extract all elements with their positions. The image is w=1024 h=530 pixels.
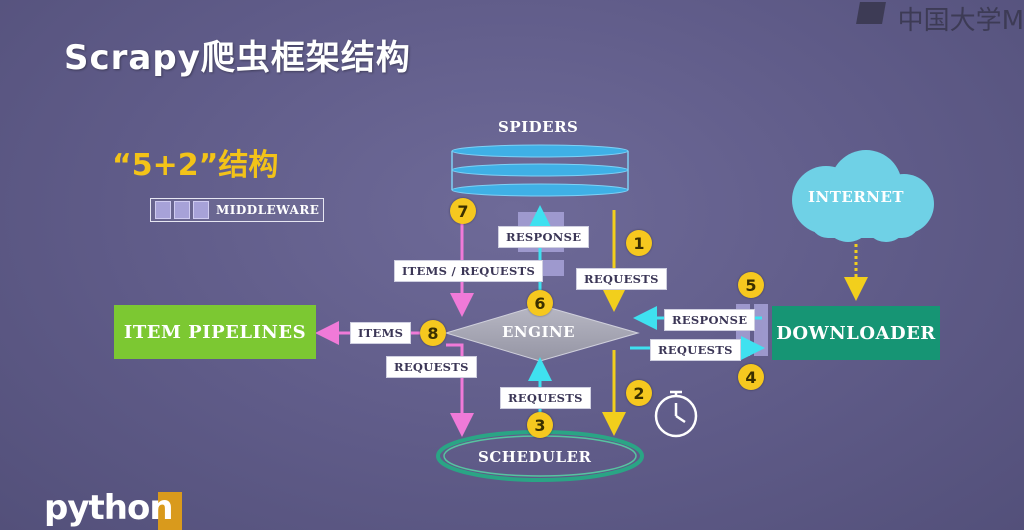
step-4-badge: 4 [738, 364, 764, 390]
python-logo: python [44, 488, 174, 528]
arrow-engine-to-scheduler-pink [446, 343, 474, 437]
step-1-badge: 1 [626, 230, 652, 256]
internet-cloud-icon [792, 150, 934, 242]
clock-icon [654, 390, 698, 438]
requests-from-scheduler-label: REQUESTS [500, 387, 591, 409]
middleware-square-icon [193, 201, 209, 219]
downloader-box: DOWNLOADER [772, 306, 940, 360]
step-6-badge: 6 [527, 290, 553, 316]
middleware-square-icon [174, 201, 190, 219]
item-pipelines-box: ITEM PIPELINES [114, 305, 316, 359]
spiders-label: SPIDERS [498, 118, 579, 136]
item-pipelines-label: ITEM PIPELINES [123, 321, 307, 343]
requests-from-spiders-label: REQUESTS [576, 268, 667, 290]
items-requests-label: ITEMS / REQUESTS [394, 260, 544, 282]
step-7-badge: 7 [450, 198, 476, 224]
internet-label: INTERNET [808, 188, 905, 206]
response-downloader-label: RESPONSE [664, 309, 756, 331]
middleware-legend: MIDDLEWARE [150, 198, 325, 222]
middleware-legend-label: MIDDLEWARE [216, 203, 320, 217]
items-label: ITEMS [350, 322, 412, 344]
downloader-label: DOWNLOADER [776, 322, 936, 344]
spiders-stack-icon [451, 144, 629, 197]
subtitle: “5+2”结构 [112, 148, 279, 183]
engine-label: ENGINE [502, 323, 576, 341]
step-5-badge: 5 [738, 272, 764, 298]
requests-to-downloader-label: REQUESTS [650, 339, 741, 361]
slide-title: Scrapy爬虫框架结构 [64, 38, 411, 78]
mooc-logo: 中国大学M [897, 6, 1024, 36]
scheduler-label: SCHEDULER [478, 448, 592, 466]
requests-to-scheduler-label: REQUESTS [386, 356, 477, 378]
response-spiders-label: RESPONSE [498, 226, 590, 248]
step-8-badge: 8 [420, 320, 446, 346]
step-3-badge: 3 [527, 412, 553, 438]
middleware-square-icon [155, 201, 171, 219]
engine-diamond [444, 304, 640, 362]
step-2-badge: 2 [626, 380, 652, 406]
python-accent-icon [158, 492, 182, 530]
